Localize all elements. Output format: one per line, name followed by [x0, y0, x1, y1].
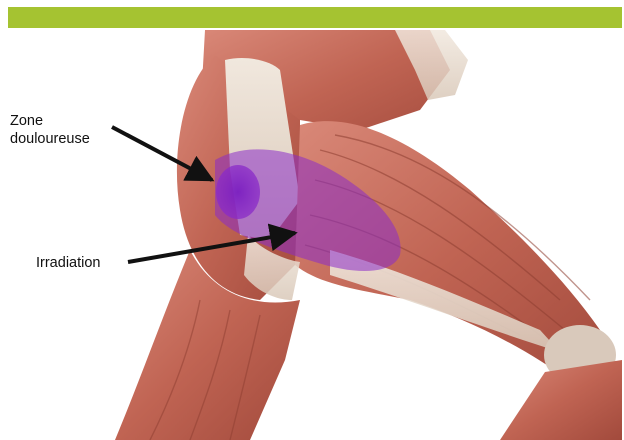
irradiation-label: Irradiation: [36, 254, 100, 272]
lower-leg-muscle: [500, 360, 622, 440]
pain-zone: [216, 165, 260, 219]
pain-zone-label-line1: Zone: [10, 112, 43, 130]
pain-zone-label-line2: douloureuse: [10, 130, 90, 148]
